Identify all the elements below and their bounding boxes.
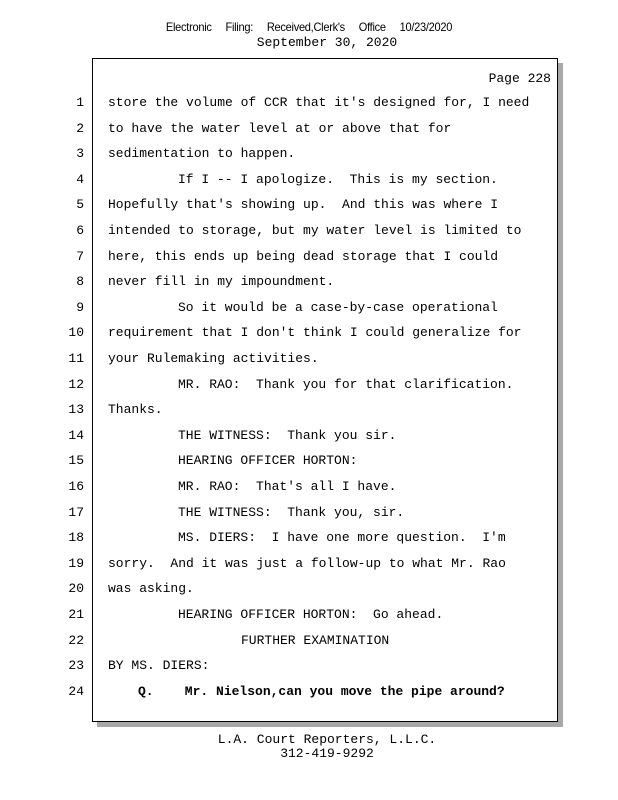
- line-number: 11: [68, 351, 84, 366]
- line-number: 19: [68, 555, 84, 571]
- line-number: 24: [68, 683, 84, 699]
- stamp-part: Electronic: [165, 20, 212, 34]
- line-text: THE WITNESS: Thank you, sir.: [178, 504, 405, 520]
- line-text: So it would be a case-by-case operationa…: [178, 299, 498, 315]
- line-number: 18: [68, 530, 84, 546]
- line-number: 17: [68, 504, 84, 520]
- line-text: MR. RAO: That's all I have.: [178, 479, 397, 494]
- line-text: was asking.: [108, 581, 194, 597]
- line-number: 10: [68, 325, 84, 341]
- line-number: 4: [76, 171, 84, 187]
- line-text: intended to storage, but my water level …: [108, 223, 522, 238]
- stamp-part: Filing:: [225, 20, 254, 34]
- line-number: 12: [68, 376, 84, 392]
- line-number: 14: [68, 427, 84, 443]
- line-number: 23: [68, 658, 84, 674]
- page-number: Page 228: [488, 71, 551, 86]
- line-text: store the volume of CCR that it's design…: [108, 95, 530, 110]
- line-text: to have the water level at or above that…: [108, 120, 452, 136]
- line-text: FURTHER EXAMINATION: [241, 632, 390, 648]
- line-text: HEARING OFFICER HORTON: Go ahead.: [178, 607, 444, 622]
- line-text: THE WITNESS: Thank you sir.: [178, 427, 397, 443]
- line-number: 20: [68, 581, 84, 597]
- line-text: BY MS. DIERS:: [108, 658, 210, 674]
- line-text: never fill in my impoundment.: [108, 274, 335, 290]
- line-text: Hopefully that's showing up. And this wa…: [108, 197, 499, 213]
- transcript-page-box: [92, 58, 558, 722]
- line-text: here, this ends up being dead storage th…: [108, 248, 499, 264]
- line-number: 13: [68, 402, 84, 418]
- line-number: 22: [68, 632, 84, 648]
- line-number: 2: [76, 120, 84, 136]
- line-text: Thanks.: [108, 402, 163, 418]
- line-number: 6: [76, 223, 84, 238]
- line-text: Q. Mr. Nielson,can you move the pipe aro…: [138, 683, 505, 699]
- line-text: sorry. And it was just a follow-up to wh…: [108, 555, 506, 571]
- line-number: 16: [68, 479, 84, 494]
- line-text: If I -- I apologize. This is my section.: [178, 171, 498, 187]
- footer: L.A. Court Reporters, L.L.C. 312-419-929…: [0, 733, 618, 761]
- line-text: sedimentation to happen.: [108, 146, 296, 162]
- line-number: 15: [68, 453, 84, 469]
- transcript-date: September 30, 2020: [256, 35, 398, 50]
- stamp-part: 10/23/2020: [399, 20, 453, 34]
- line-number: 1: [76, 95, 84, 110]
- stamp-part: Office: [358, 20, 386, 34]
- line-number: 7: [76, 248, 84, 264]
- line-number: 5: [76, 197, 84, 213]
- reporter-phone: 312-419-9292: [280, 746, 374, 761]
- line-number: 9: [76, 299, 84, 315]
- reporter-company: L.A. Court Reporters, L.L.C.: [217, 732, 437, 747]
- line-text: your Rulemaking activities.: [108, 351, 319, 366]
- line-text: requirement that I don't think I could g…: [108, 325, 522, 341]
- line-number: 8: [76, 274, 84, 290]
- line-text: HEARING OFFICER HORTON:: [178, 453, 358, 469]
- filing-stamp: Electronic Filing: Received,Clerk's Offi…: [25, 20, 594, 34]
- line-text: MR. RAO: Thank you for that clarificatio…: [178, 376, 514, 392]
- stamp-part: Received,Clerk's: [266, 20, 345, 34]
- line-number: 21: [68, 607, 84, 622]
- line-text: MS. DIERS: I have one more question. I'm: [178, 530, 506, 546]
- line-number: 3: [76, 146, 84, 162]
